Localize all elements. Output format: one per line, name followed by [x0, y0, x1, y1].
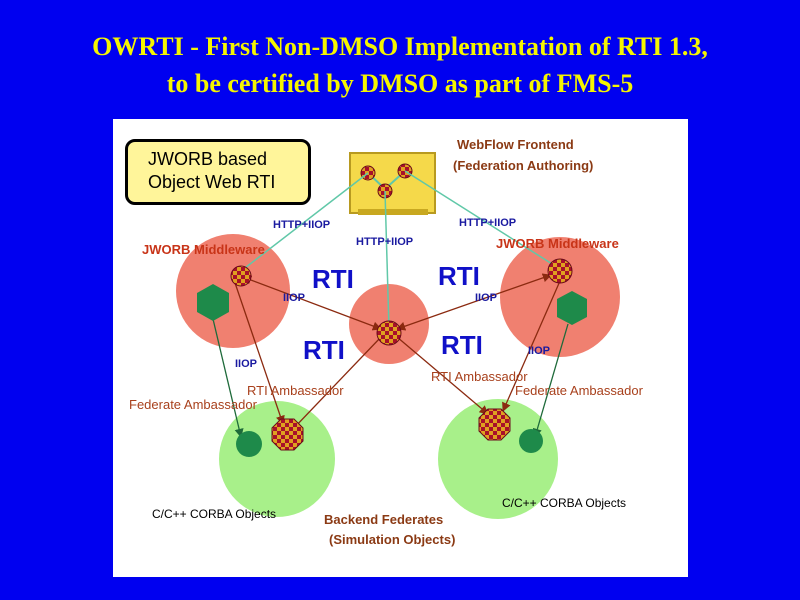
backend-title: Backend Federates [324, 512, 444, 527]
ambassador-link-right [502, 280, 561, 412]
http-iiop-center-label: HTTP+IIOP [356, 236, 414, 248]
http-iiop-right-label: HTTP+IIOP [459, 217, 517, 229]
rti-node-center [376, 320, 402, 346]
slide-title-line-1: OWRTI - First Non-DMSO Implementation of… [92, 32, 708, 61]
rti-node-left [230, 265, 252, 287]
federate-ambassador-right: Federate Ambassador [515, 383, 643, 398]
middleware-circle-right [500, 237, 620, 357]
link-frontend-right [404, 170, 561, 270]
jworb-middleware-left: JWORB Middleware [142, 242, 265, 257]
rti-label-2: RTI [438, 261, 480, 291]
ambassador-link-left [232, 276, 285, 425]
link-frontend-left [240, 172, 369, 272]
backend-subtitle: (Simulation Objects) [329, 532, 456, 547]
rti-ambassador-left: RTI Ambassador [247, 383, 344, 398]
iiop-label-4: IIOP [528, 345, 551, 357]
architecture-diagram: JWORB based Object Web RTI WebFlow Front… [113, 119, 688, 577]
federate-circle-right [438, 399, 558, 519]
federate-node-left [236, 431, 262, 457]
octagon-left [271, 418, 304, 451]
webflow-frontend-icon [349, 152, 436, 215]
federate-link-left [212, 318, 244, 438]
rti-label-1: RTI [312, 264, 354, 294]
iiop-label-2: IIOP [475, 292, 498, 304]
corba-objects-right: C/C++ CORBA Objects [502, 496, 627, 510]
hexagon-left [197, 284, 229, 321]
jworb-middleware-right: JWORB Middleware [496, 236, 619, 251]
rti-label-3: RTI [303, 335, 345, 365]
federate-circle-left [219, 401, 335, 517]
webflow-subtitle: (Federation Authoring) [453, 158, 594, 173]
slide-title: OWRTI - First Non-DMSO Implementation of… [0, 28, 800, 102]
rti-ambassador-right: RTI Ambassador [431, 369, 528, 384]
http-iiop-left-label: HTTP+IIOP [273, 219, 331, 231]
legend-text: JWORB based Object Web RTI [148, 149, 276, 192]
rti-link-right [396, 273, 552, 331]
rti-link-left-down [292, 336, 382, 430]
legend-box: JWORB based Object Web RTI [125, 139, 311, 205]
iiop-label-1: IIOP [283, 292, 306, 304]
federate-ambassador-left: Federate Ambassador [129, 397, 257, 412]
federate-node-right [519, 429, 543, 453]
diagram-graphics [176, 152, 620, 519]
link-frontend-center [384, 190, 390, 330]
rti-link-right-down [396, 336, 489, 415]
webflow-title: WebFlow Frontend [457, 137, 574, 152]
corba-objects-left: C/C++ CORBA Objects [152, 507, 277, 521]
slide-title-line-2: to be certified by DMSO as part of FMS-5 [166, 69, 634, 98]
rti-link-left [242, 275, 382, 331]
iiop-label-3: IIOP [235, 358, 258, 370]
federate-link-right [532, 323, 569, 438]
hexagon-right [557, 291, 587, 325]
rti-node-right [547, 258, 573, 284]
rti-label-4: RTI [441, 330, 483, 360]
octagon-right [478, 408, 511, 441]
